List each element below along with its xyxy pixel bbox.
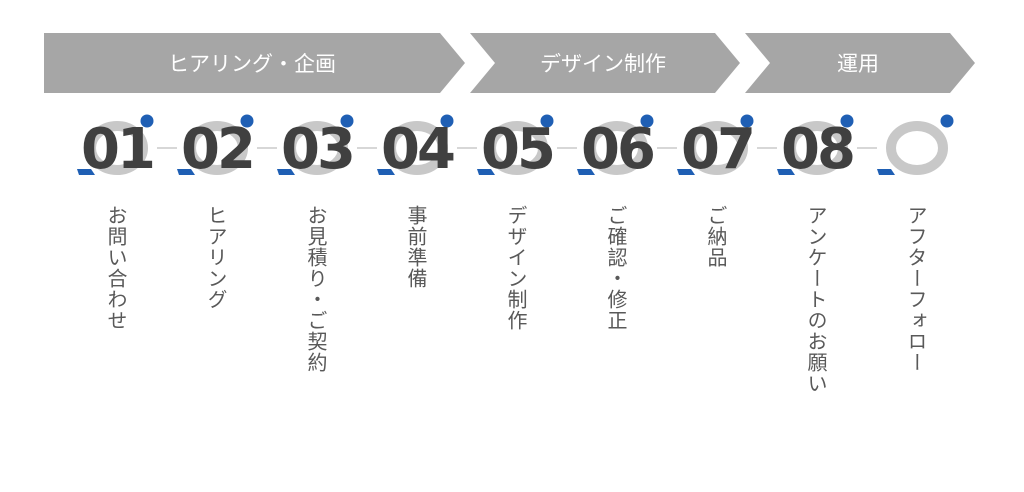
step-2-number: 02 — [181, 117, 253, 182]
step-ring — [86, 121, 148, 175]
step-accent-dot — [340, 114, 354, 128]
step-ring — [586, 121, 648, 175]
step-5-number: 05 — [481, 117, 553, 182]
step-accent-mark — [677, 169, 695, 175]
step-6-marker: 06 — [577, 114, 656, 182]
step-accent-mark — [77, 169, 95, 175]
step-accent-dot — [940, 114, 954, 128]
step-1-number: 01 — [81, 117, 153, 182]
step-accent-mark — [377, 169, 395, 175]
step-2-label: ヒアリング — [204, 205, 228, 310]
step-accent-mark — [777, 169, 795, 175]
step-ring — [386, 121, 448, 175]
step-ring — [886, 121, 948, 175]
step-2-marker: 02 — [177, 114, 256, 182]
step-ring — [686, 121, 748, 175]
step-accent-dot — [240, 114, 254, 128]
step-3-marker: 03 — [277, 114, 356, 182]
step-9-marker — [877, 114, 954, 175]
step-1-marker: 01 — [77, 114, 156, 182]
phase-1-label: ヒアリング・企画 — [168, 52, 336, 76]
step-marks: 01 02 03 04 05 06 07 08 — [77, 114, 954, 182]
step-accent-dot — [740, 114, 754, 128]
step-4-label: 事前準備 — [404, 205, 428, 289]
step-7-number: 07 — [681, 117, 753, 182]
step-3-number: 03 — [281, 117, 353, 182]
step-5-marker: 05 — [477, 114, 556, 182]
step-ring — [286, 121, 348, 175]
step-accent-dot — [440, 114, 454, 128]
phase-3-label: 運用 — [837, 52, 879, 76]
step-accent-dot — [140, 114, 154, 128]
step-accent-mark — [277, 169, 295, 175]
step-6-label: ご確認・修正 — [604, 205, 628, 331]
step-accent-mark — [177, 169, 195, 175]
step-accent-mark — [877, 169, 895, 175]
step-9-label: アフターフォロー — [904, 205, 928, 373]
phase-3: 運用 — [745, 33, 975, 93]
step-7-label: ご納品 — [704, 205, 728, 268]
step-8-marker: 08 — [777, 114, 856, 182]
step-accent-mark — [577, 169, 595, 175]
step-ring — [486, 121, 548, 175]
step-8-label: アンケートのお願い — [804, 205, 828, 394]
step-accent-dot — [640, 114, 654, 128]
phase-2: デザイン制作 — [470, 33, 740, 93]
step-3-label: お見積り・ご契約 — [304, 205, 328, 373]
step-7-marker: 07 — [677, 114, 756, 182]
step-accent-dot — [540, 114, 554, 128]
step-4-marker: 04 — [377, 114, 457, 182]
step-1-label: お問い合わせ — [104, 205, 128, 331]
phase-1-arrow — [44, 33, 465, 93]
step-ring — [786, 121, 848, 175]
step-6-number: 06 — [581, 117, 653, 182]
phase-2-arrow — [470, 33, 740, 93]
phase-1: ヒアリング・企画 — [44, 33, 465, 93]
step-ring — [186, 121, 248, 175]
phase-bar: ヒアリング・企画 デザイン制作 運用 — [44, 33, 975, 93]
step-accent-dot — [840, 114, 854, 128]
step-4-number: 04 — [381, 117, 454, 182]
step-accent-mark — [477, 169, 495, 175]
step-8-number: 08 — [781, 117, 853, 182]
phase-2-label: デザイン制作 — [540, 52, 666, 76]
phase-3-arrow — [745, 33, 975, 93]
step-5-label: デザイン制作 — [504, 205, 528, 331]
